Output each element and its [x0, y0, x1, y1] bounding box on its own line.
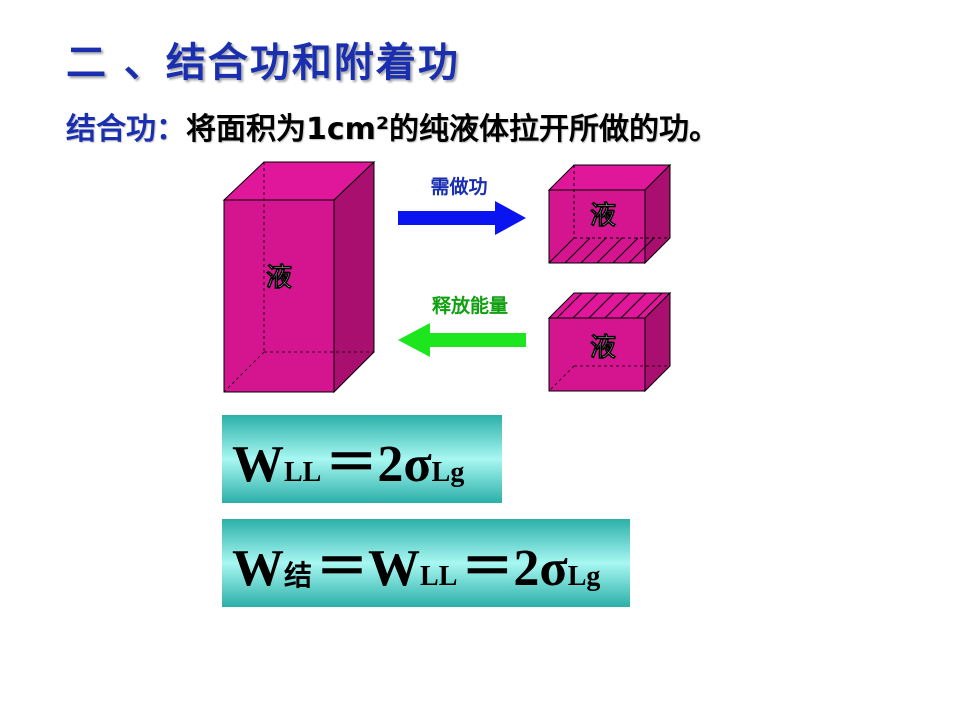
formula-subscript: Lg [567, 561, 601, 592]
formula-cohesion-equivalence: W结 ＝WLL ＝2σLg [222, 519, 630, 607]
formula-subscript: LL [420, 561, 458, 592]
definition-text: 将面积为1cm²的纯液体拉开所做的功。 [186, 112, 720, 147]
formula-two-sigma: 2σ [377, 436, 432, 493]
formula-subscript: Lg [431, 457, 465, 488]
formula-subscript: 结 [284, 559, 313, 592]
work-required-arrow: 需做功 [398, 175, 526, 235]
formula-w: W [232, 436, 284, 493]
hatched-surface [556, 292, 663, 319]
energy-release-label: 释放能量 [432, 294, 508, 317]
energy-release-arrow: 释放能量 [398, 294, 526, 357]
formula-equals: ＝ [316, 540, 369, 597]
big-block-side [333, 160, 375, 394]
big-block-front [223, 199, 335, 393]
work-required-label: 需做功 [430, 175, 487, 198]
formula-w: W [232, 540, 284, 597]
formula-cohesion-work: WLL ＝2σLg [222, 415, 502, 503]
bottom-small-block: 液 [547, 291, 672, 393]
formula-equals: ＝ [325, 436, 378, 493]
big-liquid-block: 液 [222, 160, 376, 394]
bottom-small-block-front [548, 317, 646, 392]
top-small-block: 液 [547, 163, 672, 265]
right-arrow-icon [398, 201, 526, 235]
formula-w: W [368, 540, 421, 597]
formula-subscript: LL [284, 457, 322, 488]
formula-equals: ＝ [461, 540, 514, 597]
definition-label: 结合功： [66, 112, 186, 147]
bottom-small-block-label: 液 [590, 333, 616, 363]
left-arrow-icon [398, 323, 526, 357]
hatched-surface [548, 165, 670, 264]
big-block-label: 液 [266, 263, 292, 293]
top-small-block-label: 液 [590, 201, 616, 231]
page-title: 二 、结合功和附着功 [66, 40, 460, 86]
definition-line: 结合功：将面积为1cm²的纯液体拉开所做的功。 [66, 104, 719, 148]
formula-two-sigma: 2σ [513, 540, 568, 597]
